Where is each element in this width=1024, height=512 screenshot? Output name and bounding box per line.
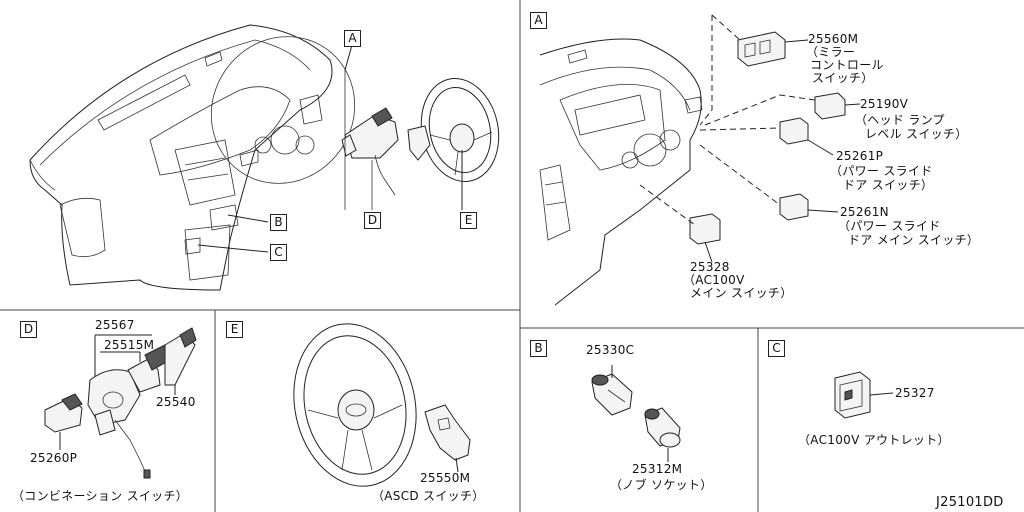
section-box-main-b: B xyxy=(270,214,287,231)
panel-a-illustration xyxy=(539,14,861,306)
part-desc-25328-2: メイン スイッチ） xyxy=(690,286,793,300)
part-desc-25560m-1: （ミラー xyxy=(806,45,856,59)
part-desc-25261p-1: （パワー スライド xyxy=(830,164,933,178)
part-number-25567: 25567 xyxy=(95,318,135,332)
section-header-e: E xyxy=(226,321,243,338)
section-box-main-a: A xyxy=(344,30,361,47)
part-number-25261p: 25261P xyxy=(836,149,884,163)
section-header-b: B xyxy=(530,340,547,357)
part-desc-25261p-2: ドア スイッチ） xyxy=(843,178,934,192)
section-box-main-c: C xyxy=(270,244,287,261)
part-number-25260p: 25260P xyxy=(30,451,78,465)
part-number-25330c: 25330C xyxy=(586,343,635,357)
part-number-25328: 25328 xyxy=(690,260,730,274)
panel-e-illustration xyxy=(293,323,471,487)
part-desc-25190v-2: レベル スイッチ） xyxy=(865,127,968,141)
part-desc-25190v-1: （ヘッド ランプ xyxy=(855,113,945,127)
section-header-a: A xyxy=(530,12,547,29)
part-number-25550m: 25550M xyxy=(420,471,471,485)
part-number-25190v: 25190V xyxy=(860,97,909,111)
part-number-25560m: 25560M xyxy=(808,32,859,46)
part-number-25327: 25327 xyxy=(895,386,935,400)
part-number-25540: 25540 xyxy=(156,395,196,409)
caption-knob-socket: （ノブ ソケット） xyxy=(610,478,713,492)
part-number-25515m: 25515M xyxy=(104,338,155,352)
part-desc-25328-1: （AC100V xyxy=(683,273,745,287)
section-box-main-e: E xyxy=(460,212,477,229)
part-number-25312m: 25312M xyxy=(632,462,683,476)
section-header-c: C xyxy=(768,340,785,357)
caption-combination-switch: （コンビネーション スイッチ） xyxy=(12,489,189,503)
diagram-id: J25101DD xyxy=(936,495,1004,510)
dashboard-illustration xyxy=(29,24,500,291)
section-header-d: D xyxy=(20,321,37,338)
section-box-main-d: D xyxy=(364,212,381,229)
part-desc-25560m-2: コントロール xyxy=(810,58,884,72)
panel-c-illustration xyxy=(834,371,894,419)
part-desc-25261n-1: （パワー スライド xyxy=(838,219,941,233)
part-number-25261n: 25261N xyxy=(840,205,889,219)
caption-ac100v-outlet: （AC100V アウトレット） xyxy=(798,433,950,447)
panel-d-illustration xyxy=(44,327,197,479)
caption-ascd-switch: （ASCD スイッチ） xyxy=(372,489,485,503)
part-desc-25560m-3: スイッチ） xyxy=(812,71,874,85)
panel-b-illustration xyxy=(591,365,681,462)
part-desc-25261n-2: ドア メイン スイッチ） xyxy=(848,233,980,247)
